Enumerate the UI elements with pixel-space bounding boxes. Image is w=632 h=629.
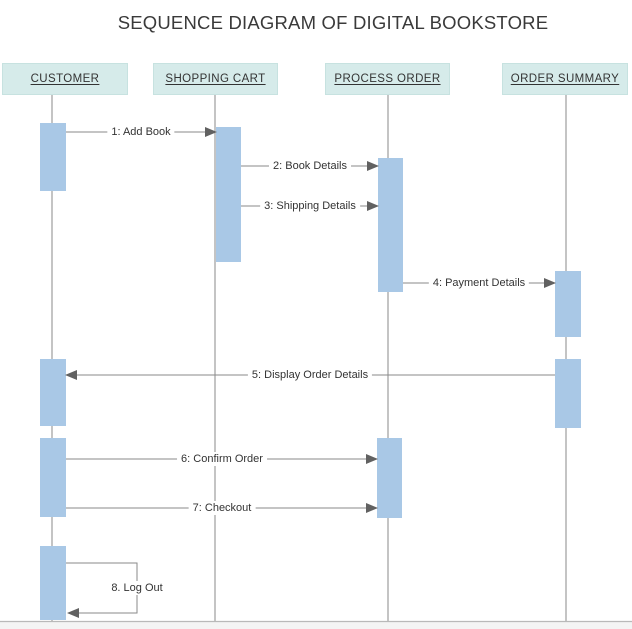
activation-customer-2 [40, 359, 66, 426]
message-label-1: 1: Add Book [107, 125, 175, 139]
actor-label-customer: CUSTOMER [30, 73, 100, 85]
message-label-4: 4: Payment Details [428, 276, 530, 290]
actor-label-order-summary: ORDER SUMMARY [510, 73, 620, 85]
actor-box-customer: CUSTOMER [2, 63, 128, 95]
actor-label-process-order: PROCESS ORDER [334, 73, 441, 85]
message-label-5: 5: Display Order Details [247, 368, 373, 382]
activation-order-summary-1 [555, 271, 581, 337]
activation-order-summary-2 [555, 359, 581, 428]
actor-box-process-order: PROCESS ORDER [325, 63, 450, 95]
activation-process-order-2 [377, 438, 402, 518]
page-margin-area [0, 622, 632, 629]
activation-customer-3 [40, 438, 66, 517]
diagram-title: SEQUENCE DIAGRAM OF DIGITAL BOOKSTORE [117, 12, 549, 33]
actor-label-shopping-cart: SHOPPING CART [165, 73, 266, 85]
activation-process-order-1 [378, 158, 403, 292]
message-label-8: 8. Log Out [107, 581, 167, 595]
activation-shopping-cart [216, 127, 241, 262]
activation-customer-1 [40, 123, 66, 191]
actor-box-order-summary: ORDER SUMMARY [502, 63, 628, 95]
message-label-7: 7: Checkout [188, 501, 256, 515]
message-label-6: 6: Confirm Order [177, 452, 267, 466]
actor-box-shopping-cart: SHOPPING CART [153, 63, 278, 95]
activation-customer-4 [40, 546, 66, 620]
message-label-2: 2: Book Details [269, 159, 351, 173]
message-label-3: 3: Shipping Details [260, 199, 360, 213]
